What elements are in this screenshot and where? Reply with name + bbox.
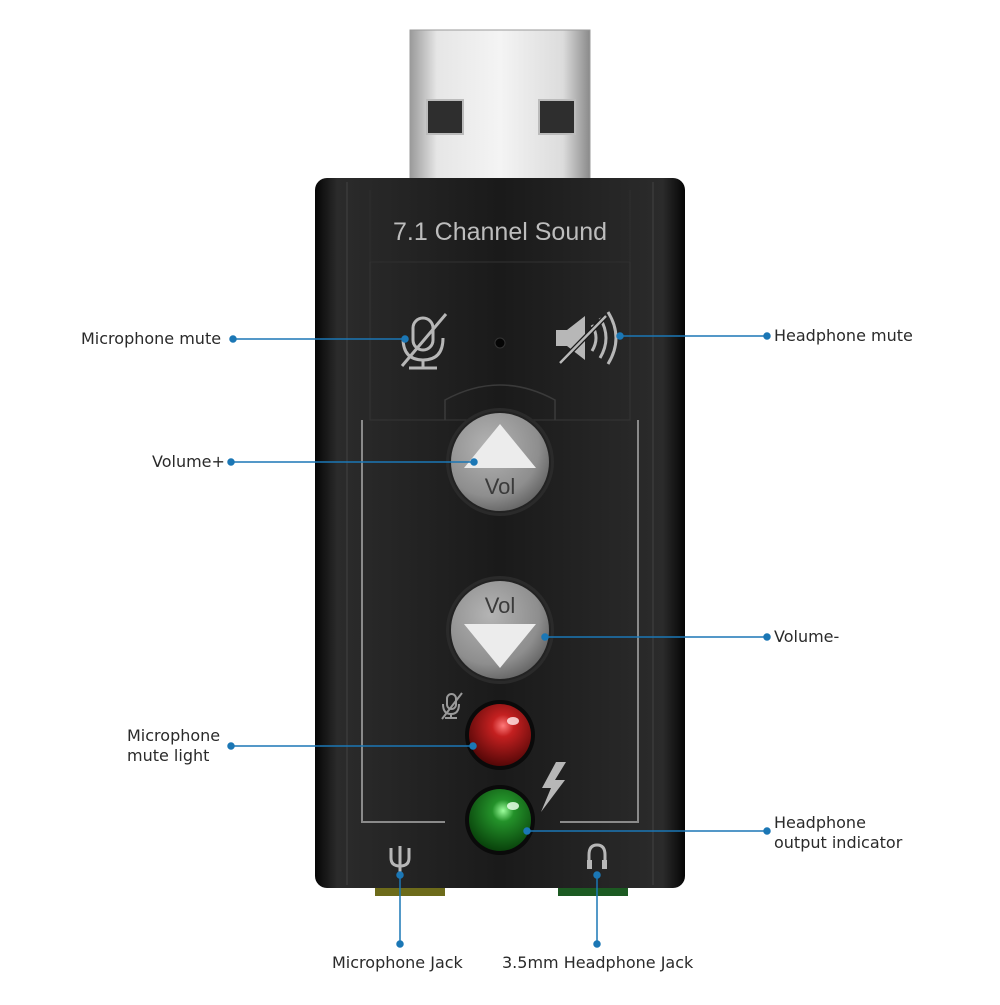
microphone-jack-icon [389, 846, 411, 876]
callout-lines [227, 332, 771, 948]
small-microphone-mute-icon [441, 692, 463, 720]
microphone-mute-light-label: Microphone mute light [127, 726, 221, 765]
volume-down-label: Vol [485, 593, 516, 618]
up-arrow-icon [464, 424, 536, 468]
volume-up-button[interactable]: Vol [446, 408, 554, 516]
volume-down-button[interactable]: Vol [446, 576, 554, 684]
microphone-mute-icon[interactable] [400, 313, 448, 370]
volume-plus-label: Volume+ [152, 452, 225, 471]
lightning-icon [541, 762, 566, 812]
headphone-output-indicator-label: Headphone output indicator [774, 813, 903, 852]
headphone-output-indicator-light [465, 785, 535, 855]
microphone-mute-label: Microphone mute [81, 329, 222, 348]
microphone-mute-light [465, 700, 535, 770]
usb-plug [409, 29, 591, 181]
down-arrow-icon [464, 624, 536, 668]
device-title: 7.1 Channel Sound [393, 218, 607, 246]
microphone-jack-label: Microphone Jack [332, 953, 463, 972]
headphone-jack-label: 3.5mm Headphone Jack [502, 953, 694, 972]
headphone-jack-icon [587, 843, 607, 869]
volume-up-label: Vol [485, 474, 516, 499]
volume-minus-label: Volume- [774, 627, 840, 646]
pinhole [494, 337, 506, 349]
headphone-mute-icon[interactable] [556, 311, 618, 365]
headphone-mute-label: Headphone mute [774, 326, 913, 345]
